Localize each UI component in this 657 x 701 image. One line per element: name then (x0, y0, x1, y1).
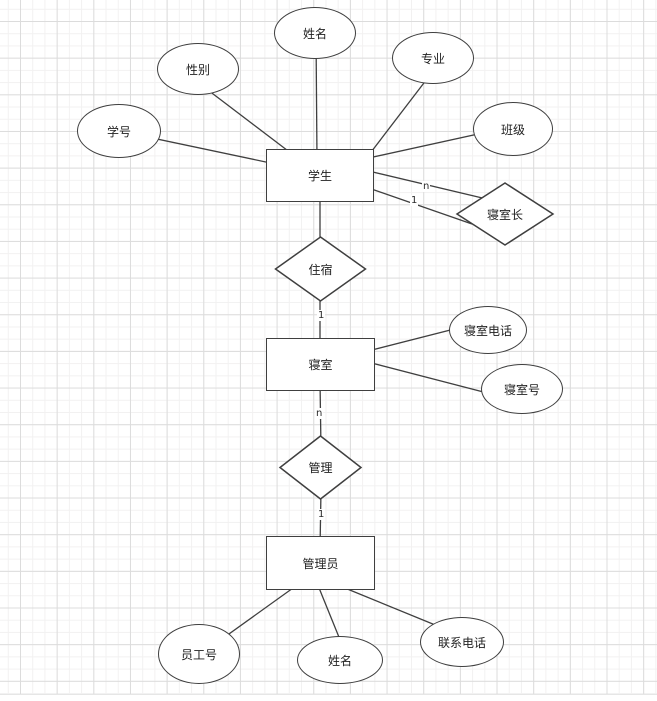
relationship-manage-shape (278, 435, 363, 500)
relationship-reside: 住宿 (275, 237, 366, 301)
attribute-contact-phone: 联系电话 (420, 617, 504, 667)
attribute-student-id: 学号 (77, 104, 161, 158)
attribute-student-name: 姓名 (274, 7, 356, 59)
cardinality-student-leader-n: n (422, 181, 431, 192)
relationship-manage: 管理 (280, 436, 361, 499)
attribute-employee-id-label: 员工号 (180, 647, 217, 662)
relationship-dorm-leader: 寝室长 (457, 183, 553, 245)
attribute-dorm-number: 寝室号 (481, 364, 563, 414)
attribute-class-label: 班级 (500, 122, 525, 137)
attribute-student-name-label: 姓名 (302, 26, 327, 41)
connector-gender (199, 83, 301, 161)
attribute-admin-name-label: 姓名 (327, 653, 352, 668)
entity-dorm: 寝室 (266, 338, 375, 391)
connector-contact-phone (339, 585, 446, 630)
attribute-contact-phone-label: 联系电话 (437, 635, 486, 650)
attribute-major: 专业 (392, 32, 474, 84)
cardinality-student-leader-1: 1 (410, 195, 419, 206)
cardinality-manage-admin-1: 1 (317, 509, 326, 520)
entity-student-label: 学生 (307, 169, 332, 183)
attribute-admin-name: 姓名 (297, 636, 383, 684)
entity-student: 学生 (266, 149, 374, 202)
relationship-dorm-leader-label: 寝室长 (486, 207, 523, 222)
attribute-major-label: 专业 (420, 51, 445, 66)
relationship-dorm-leader-shape (455, 182, 555, 246)
cardinality-reside-dorm-1: 1 (317, 310, 326, 321)
entity-dorm-label: 寝室 (308, 358, 333, 372)
connector-major (364, 74, 431, 161)
attribute-gender-label: 性别 (185, 62, 210, 77)
attribute-dorm-phone: 寝室电话 (449, 306, 527, 354)
cardinality-dorm-manage-n: n (315, 408, 324, 419)
relationship-reside-shape (274, 236, 367, 302)
attribute-class: 班级 (473, 102, 553, 156)
attribute-gender: 性别 (157, 43, 239, 95)
connector-dorm-number (359, 359, 496, 396)
canvas-bottom-edge (0, 694, 657, 701)
attribute-dorm-number-label: 寝室号 (503, 382, 540, 397)
entity-admin: 管理员 (266, 536, 375, 590)
attribute-dorm-phone-label: 寝室电话 (463, 323, 512, 338)
relationship-manage-label: 管理 (308, 461, 333, 475)
attribute-employee-id: 员工号 (158, 624, 240, 684)
relationship-reside-label: 住宿 (308, 262, 333, 277)
entity-admin-label: 管理员 (302, 556, 339, 571)
attribute-student-id-label: 学号 (106, 124, 131, 139)
